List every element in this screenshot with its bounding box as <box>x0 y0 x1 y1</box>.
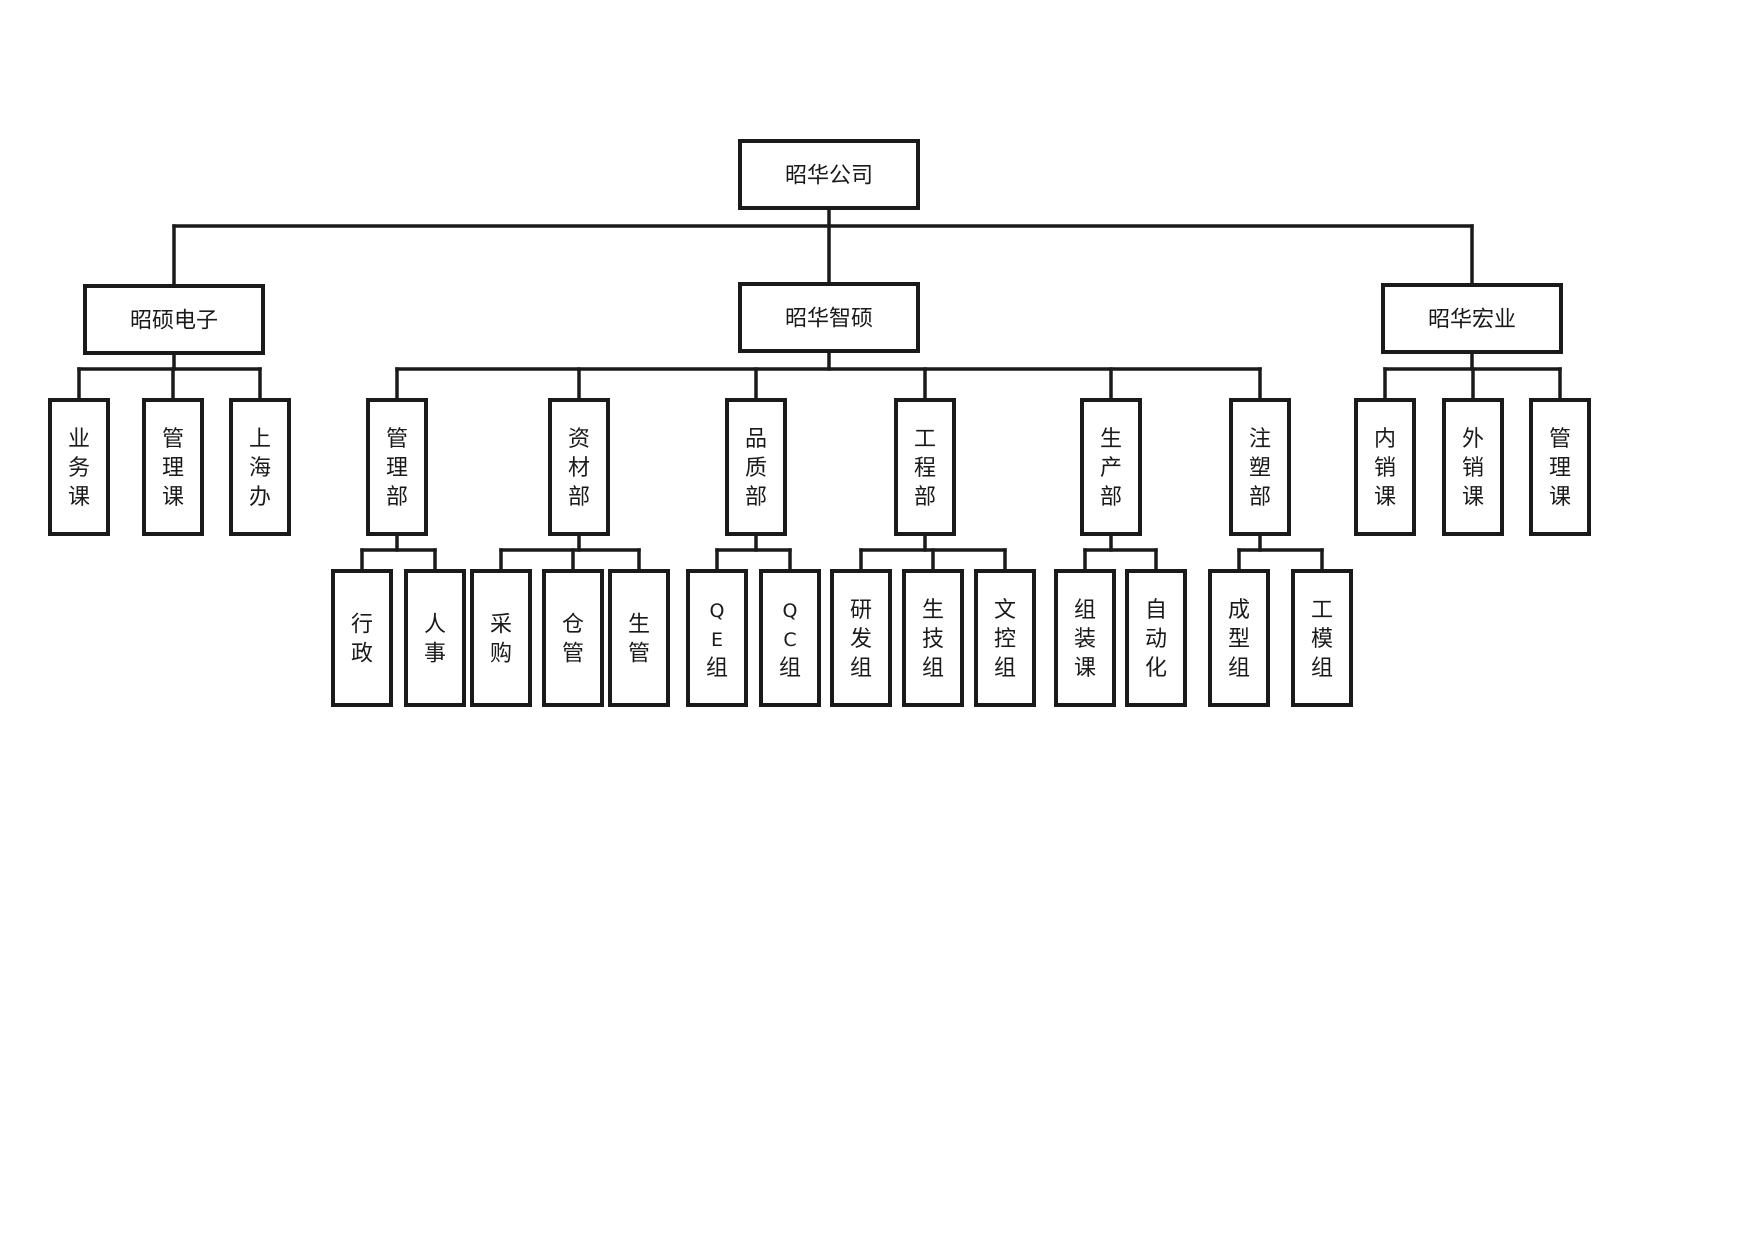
unit-node-label: 外销课 <box>1462 427 1484 510</box>
subunit-node-label: 生管 <box>628 612 650 666</box>
unit-node: 外销课 <box>1442 398 1504 536</box>
subunit-node-label: 成型组 <box>1228 598 1250 681</box>
subunit-node-box <box>830 569 892 707</box>
subunit-node-box <box>974 569 1036 707</box>
unit-node-box <box>1080 398 1142 536</box>
subunit-node-box <box>331 569 393 707</box>
company-node-box <box>738 282 920 353</box>
subunit-node-label: 文控组 <box>994 598 1016 681</box>
subunit-node-box <box>404 569 466 707</box>
unit-node-label: 品质部 <box>745 427 767 510</box>
unit-node: 生产部 <box>1080 398 1142 536</box>
subunit-node-label: 研发组 <box>850 598 872 681</box>
subunit-node: 组装课 <box>1054 569 1116 707</box>
unit-node-label: 工程部 <box>914 427 936 510</box>
subunit-node: 成型组 <box>1208 569 1270 707</box>
unit-node: 业务课 <box>48 398 110 536</box>
subunit-node: 仓管 <box>542 569 604 707</box>
unit-node-box <box>366 398 428 536</box>
unit-node-label: 上海办 <box>249 427 271 510</box>
subunit-node: 生技组 <box>902 569 964 707</box>
subunit-node-label: 自动化 <box>1145 598 1167 681</box>
unit-node: 内销课 <box>1354 398 1416 536</box>
subunit-node-box <box>759 569 821 707</box>
unit-node-box <box>48 398 110 536</box>
subunit-node-label: 生技组 <box>922 598 944 681</box>
unit-node-box <box>1529 398 1591 536</box>
unit-node-label: 资材部 <box>568 427 590 510</box>
unit-node: 管理课 <box>1529 398 1591 536</box>
subunit-node-label: 组装课 <box>1074 598 1096 681</box>
subunit-node-box <box>1125 569 1187 707</box>
unit-node-box <box>894 398 956 536</box>
subunit-node-box <box>542 569 604 707</box>
subunit-node: 文控组 <box>974 569 1036 707</box>
subunit-node-box <box>1291 569 1353 707</box>
unit-node: 管理课 <box>142 398 204 536</box>
subunit-node-label: 仓管 <box>562 612 584 666</box>
subunit-node-box <box>1054 569 1116 707</box>
company-node-label: 昭华宏业 <box>1428 308 1516 333</box>
unit-node-box <box>1442 398 1504 536</box>
unit-node-label: 内销课 <box>1374 427 1396 510</box>
subunit-node: 自动化 <box>1125 569 1187 707</box>
unit-node: 资材部 <box>548 398 610 536</box>
subunit-node: 研发组 <box>830 569 892 707</box>
subunit-node-box <box>470 569 532 707</box>
unit-node-label: 注塑部 <box>1249 427 1271 510</box>
unit-node-label: 管理部 <box>386 427 408 510</box>
company-node-label: 昭华智硕 <box>785 307 873 332</box>
company-node-box <box>83 284 265 355</box>
company-node-label: 昭硕电子 <box>130 309 218 334</box>
unit-node-box <box>1354 398 1416 536</box>
subunit-node-label: 工模组 <box>1311 598 1333 681</box>
subunit-node-box <box>608 569 670 707</box>
subunit-node-box <box>686 569 748 707</box>
company-node-box <box>1381 283 1563 354</box>
root-node-label: 昭华公司 <box>785 164 873 189</box>
unit-node-box <box>1229 398 1291 536</box>
root-node-box <box>738 139 920 210</box>
unit-node-label: 管理课 <box>1549 427 1571 510</box>
company-node: 昭华智硕 <box>738 282 920 353</box>
unit-node: 注塑部 <box>1229 398 1291 536</box>
unit-node: 管理部 <box>366 398 428 536</box>
subunit-node-box <box>1208 569 1270 707</box>
subunit-node: 工模组 <box>1291 569 1353 707</box>
unit-node-label: 管理课 <box>162 427 184 510</box>
unit-node-box <box>229 398 291 536</box>
unit-node-box <box>548 398 610 536</box>
root-node: 昭华公司 <box>738 139 920 210</box>
unit-node: 品质部 <box>725 398 787 536</box>
subunit-node: 生管 <box>608 569 670 707</box>
unit-node: 工程部 <box>894 398 956 536</box>
company-node: 昭硕电子 <box>83 284 265 355</box>
subunit-node: 人事 <box>404 569 466 707</box>
unit-node-label: 业务课 <box>68 427 90 510</box>
subunit-node-label: 行政 <box>351 612 373 666</box>
subunit-node-label: 采购 <box>490 612 512 666</box>
unit-node-label: 生产部 <box>1100 427 1122 510</box>
unit-node: 上海办 <box>229 398 291 536</box>
subunit-node-box <box>902 569 964 707</box>
connector-lines <box>77 206 1562 573</box>
unit-node-box <box>142 398 204 536</box>
company-node: 昭华宏业 <box>1381 283 1563 354</box>
subunit-node-label: 人事 <box>424 612 446 666</box>
subunit-node: 采购 <box>470 569 532 707</box>
subunit-node: 行政 <box>331 569 393 707</box>
unit-node-box <box>725 398 787 536</box>
